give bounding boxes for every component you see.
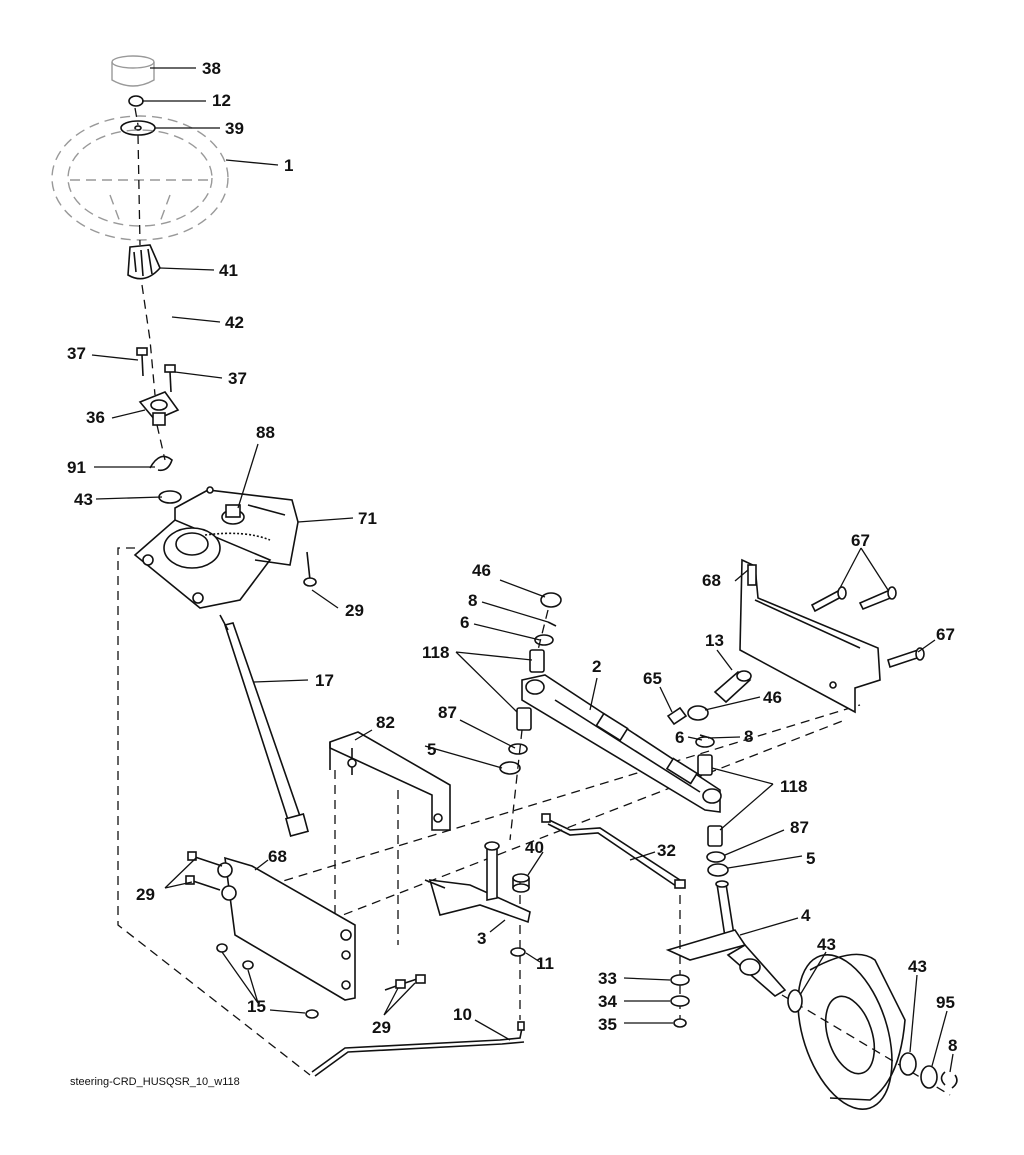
callout-43-mid: 43 — [817, 935, 836, 954]
callout-41: 41 — [219, 261, 238, 280]
callout-8-wheel: 8 — [948, 1036, 957, 1055]
callout-32: 32 — [657, 841, 676, 860]
callout-39: 39 — [225, 119, 244, 138]
callout-1: 1 — [284, 156, 293, 175]
callout-6-left: 6 — [460, 613, 469, 632]
washer-43-top — [158, 490, 182, 504]
callout-91: 91 — [67, 458, 86, 477]
callout-34: 34 — [598, 992, 617, 1011]
bolts-29-lower — [384, 974, 426, 991]
nut-12 — [128, 95, 144, 107]
bushing-bracket-36 — [138, 391, 180, 426]
callout-46-left: 46 — [472, 561, 491, 580]
callout-95: 95 — [936, 993, 955, 1012]
callouts: 38 12 39 1 41 42 37 37 36 88 91 43 71 29… — [67, 59, 957, 1055]
callout-43-top: 43 — [74, 490, 93, 509]
spacer-40 — [512, 873, 530, 893]
callout-37-left: 37 — [67, 344, 86, 363]
callout-43-wheel: 43 — [908, 957, 927, 976]
callout-13: 13 — [705, 631, 724, 650]
front-axle — [521, 674, 722, 813]
axle-line-1 — [269, 704, 861, 886]
callout-118-right: 118 — [780, 777, 807, 796]
spindle-4 — [665, 880, 787, 997]
front-wheel — [797, 953, 906, 1110]
callout-67-top: 67 — [851, 531, 870, 550]
washer-95 — [920, 1065, 938, 1089]
callout-42: 42 — [225, 313, 244, 332]
frame-outline — [117, 547, 311, 1076]
callout-40: 40 — [525, 838, 544, 857]
callout-10: 10 — [453, 1005, 472, 1024]
axle-line-2 — [329, 719, 846, 921]
spindle-axis-left — [509, 609, 549, 841]
callout-5-right: 5 — [806, 849, 815, 868]
bolt-29-gear — [303, 551, 317, 587]
callout-68-left: 68 — [268, 847, 287, 866]
bracket-68-left — [217, 856, 356, 1001]
callout-29-left: 29 — [136, 885, 155, 904]
washer-43-wheel-out — [899, 1052, 917, 1076]
callout-11: 11 — [536, 954, 554, 973]
bolt-37-left — [136, 347, 148, 377]
callout-88: 88 — [256, 423, 275, 442]
callout-87-right: 87 — [790, 818, 809, 837]
washers-15 — [216, 943, 319, 1019]
spindle-stack-right — [687, 705, 729, 877]
steering-adapter — [127, 244, 161, 280]
callout-29-gear: 29 — [345, 601, 364, 620]
bolt-37-right — [164, 364, 176, 393]
pitman-arm — [424, 841, 531, 924]
callout-65: 65 — [643, 669, 662, 688]
steering-shaft — [219, 614, 310, 838]
callout-12: 12 — [212, 91, 231, 110]
callout-29-lower: 29 — [372, 1018, 391, 1037]
wheel-axis — [781, 994, 951, 1096]
bolts-29-left — [185, 851, 223, 891]
washers-33-35 — [670, 974, 690, 1028]
bushing-65 — [666, 706, 688, 726]
bracket-68-right — [739, 558, 881, 714]
callout-8-right: 8 — [744, 727, 753, 746]
callout-4: 4 — [801, 906, 811, 925]
callout-82: 82 — [376, 713, 395, 732]
callout-15: 15 — [247, 997, 266, 1016]
drag-link — [311, 1021, 525, 1077]
callout-35: 35 — [598, 1015, 617, 1034]
callout-2: 2 — [592, 657, 601, 676]
leader-lines — [91, 67, 954, 1073]
callout-36: 36 — [86, 408, 105, 427]
bushing-13 — [713, 670, 752, 704]
callout-3: 3 — [477, 929, 486, 948]
steering-gear-housing — [133, 486, 299, 609]
callout-87-left: 87 — [438, 703, 457, 722]
e-clip-8 — [940, 1071, 958, 1089]
column-axis — [134, 107, 166, 461]
cap-46-left — [540, 592, 562, 608]
bracket-82 — [329, 731, 451, 945]
washer-11 — [510, 947, 526, 957]
callout-5-left: 5 — [427, 740, 436, 759]
callout-71: 71 — [358, 509, 377, 528]
callout-68-right: 68 — [702, 571, 721, 590]
cap-46-right — [687, 705, 709, 721]
callout-33: 33 — [598, 969, 617, 988]
callout-67-side: 67 — [936, 625, 955, 644]
callout-6-right: 6 — [675, 728, 684, 747]
washer-43-wheel-in — [787, 989, 803, 1013]
callout-38: 38 — [202, 59, 221, 78]
callout-17: 17 — [315, 671, 334, 690]
spindle-stack-left — [499, 592, 562, 775]
callout-37-right: 37 — [228, 369, 247, 388]
clip-91 — [149, 455, 173, 472]
bolts-67 — [810, 586, 925, 669]
callout-8-left: 8 — [468, 591, 477, 610]
callout-118-left: 118 — [422, 643, 449, 662]
callout-46-right: 46 — [763, 688, 782, 707]
diagram-caption: steering-CRD_HUSQSR_10_w118 — [70, 1076, 240, 1088]
tie-rod — [541, 813, 686, 889]
steering-cap — [111, 55, 155, 87]
